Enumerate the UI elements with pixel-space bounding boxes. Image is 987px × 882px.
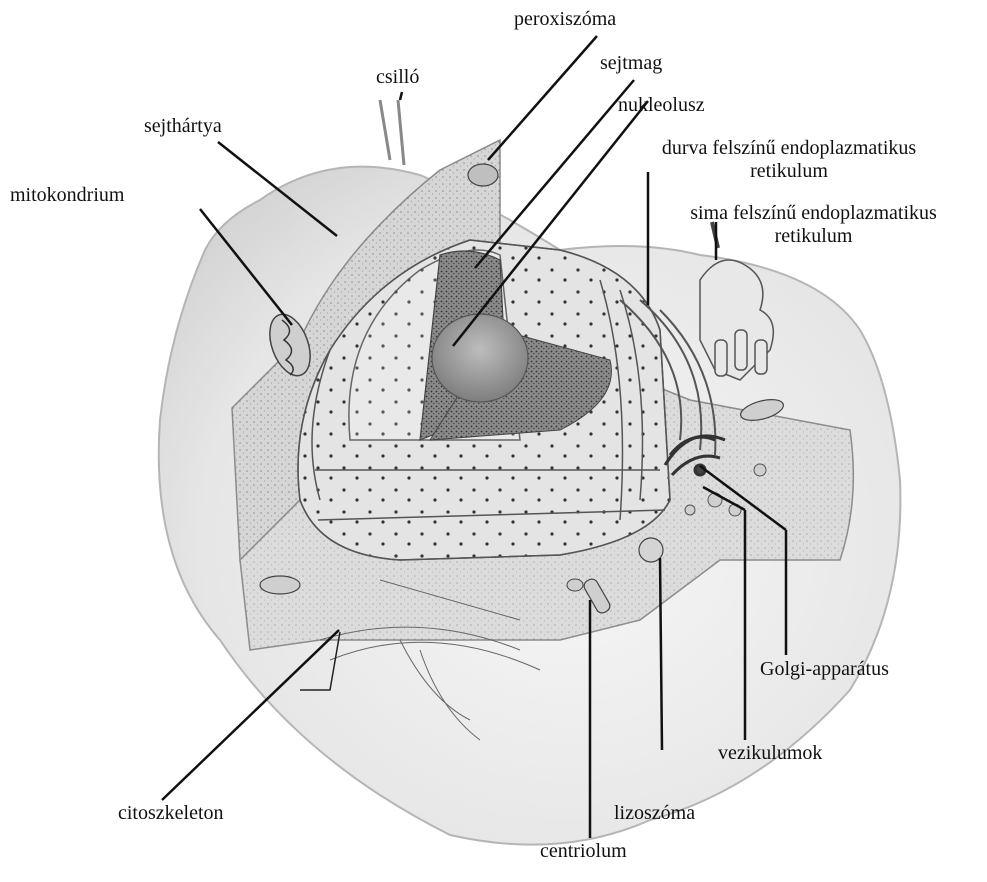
label-smooth-er-line2: retikulum [640, 225, 987, 248]
label-smooth-er: sima felszínű endoplazmatikus retikulum [640, 202, 987, 248]
label-cytoskeleton: citoszkeleton [118, 802, 224, 825]
label-cilium: csilló [376, 66, 419, 89]
label-rough-er: durva felszínű endoplazmatikus retikulum [618, 137, 960, 183]
label-cell-membrane: sejthártya [144, 115, 222, 138]
label-mitochondrion: mitokondrium [10, 184, 124, 207]
peroxisome [468, 164, 498, 186]
label-nucleus: sejtmag [600, 52, 662, 75]
label-nucleolus: nukleolusz [618, 94, 705, 117]
label-centriole: centriolum [540, 840, 627, 863]
label-rough-er-line2: retikulum [618, 160, 960, 183]
cilium [380, 100, 404, 165]
label-rough-er-line1: durva felszínű endoplazmatikus [618, 137, 960, 160]
label-vesicles: vezikulumok [718, 742, 822, 765]
label-smooth-er-line1: sima felszínű endoplazmatikus [640, 202, 987, 225]
label-golgi: Golgi-apparátus [760, 658, 889, 681]
mitochondrion-lower [260, 576, 300, 594]
nucleolus [432, 314, 528, 402]
label-lysosome: lizoszóma [614, 802, 695, 825]
label-peroxisome: peroxiszóma [514, 8, 616, 31]
